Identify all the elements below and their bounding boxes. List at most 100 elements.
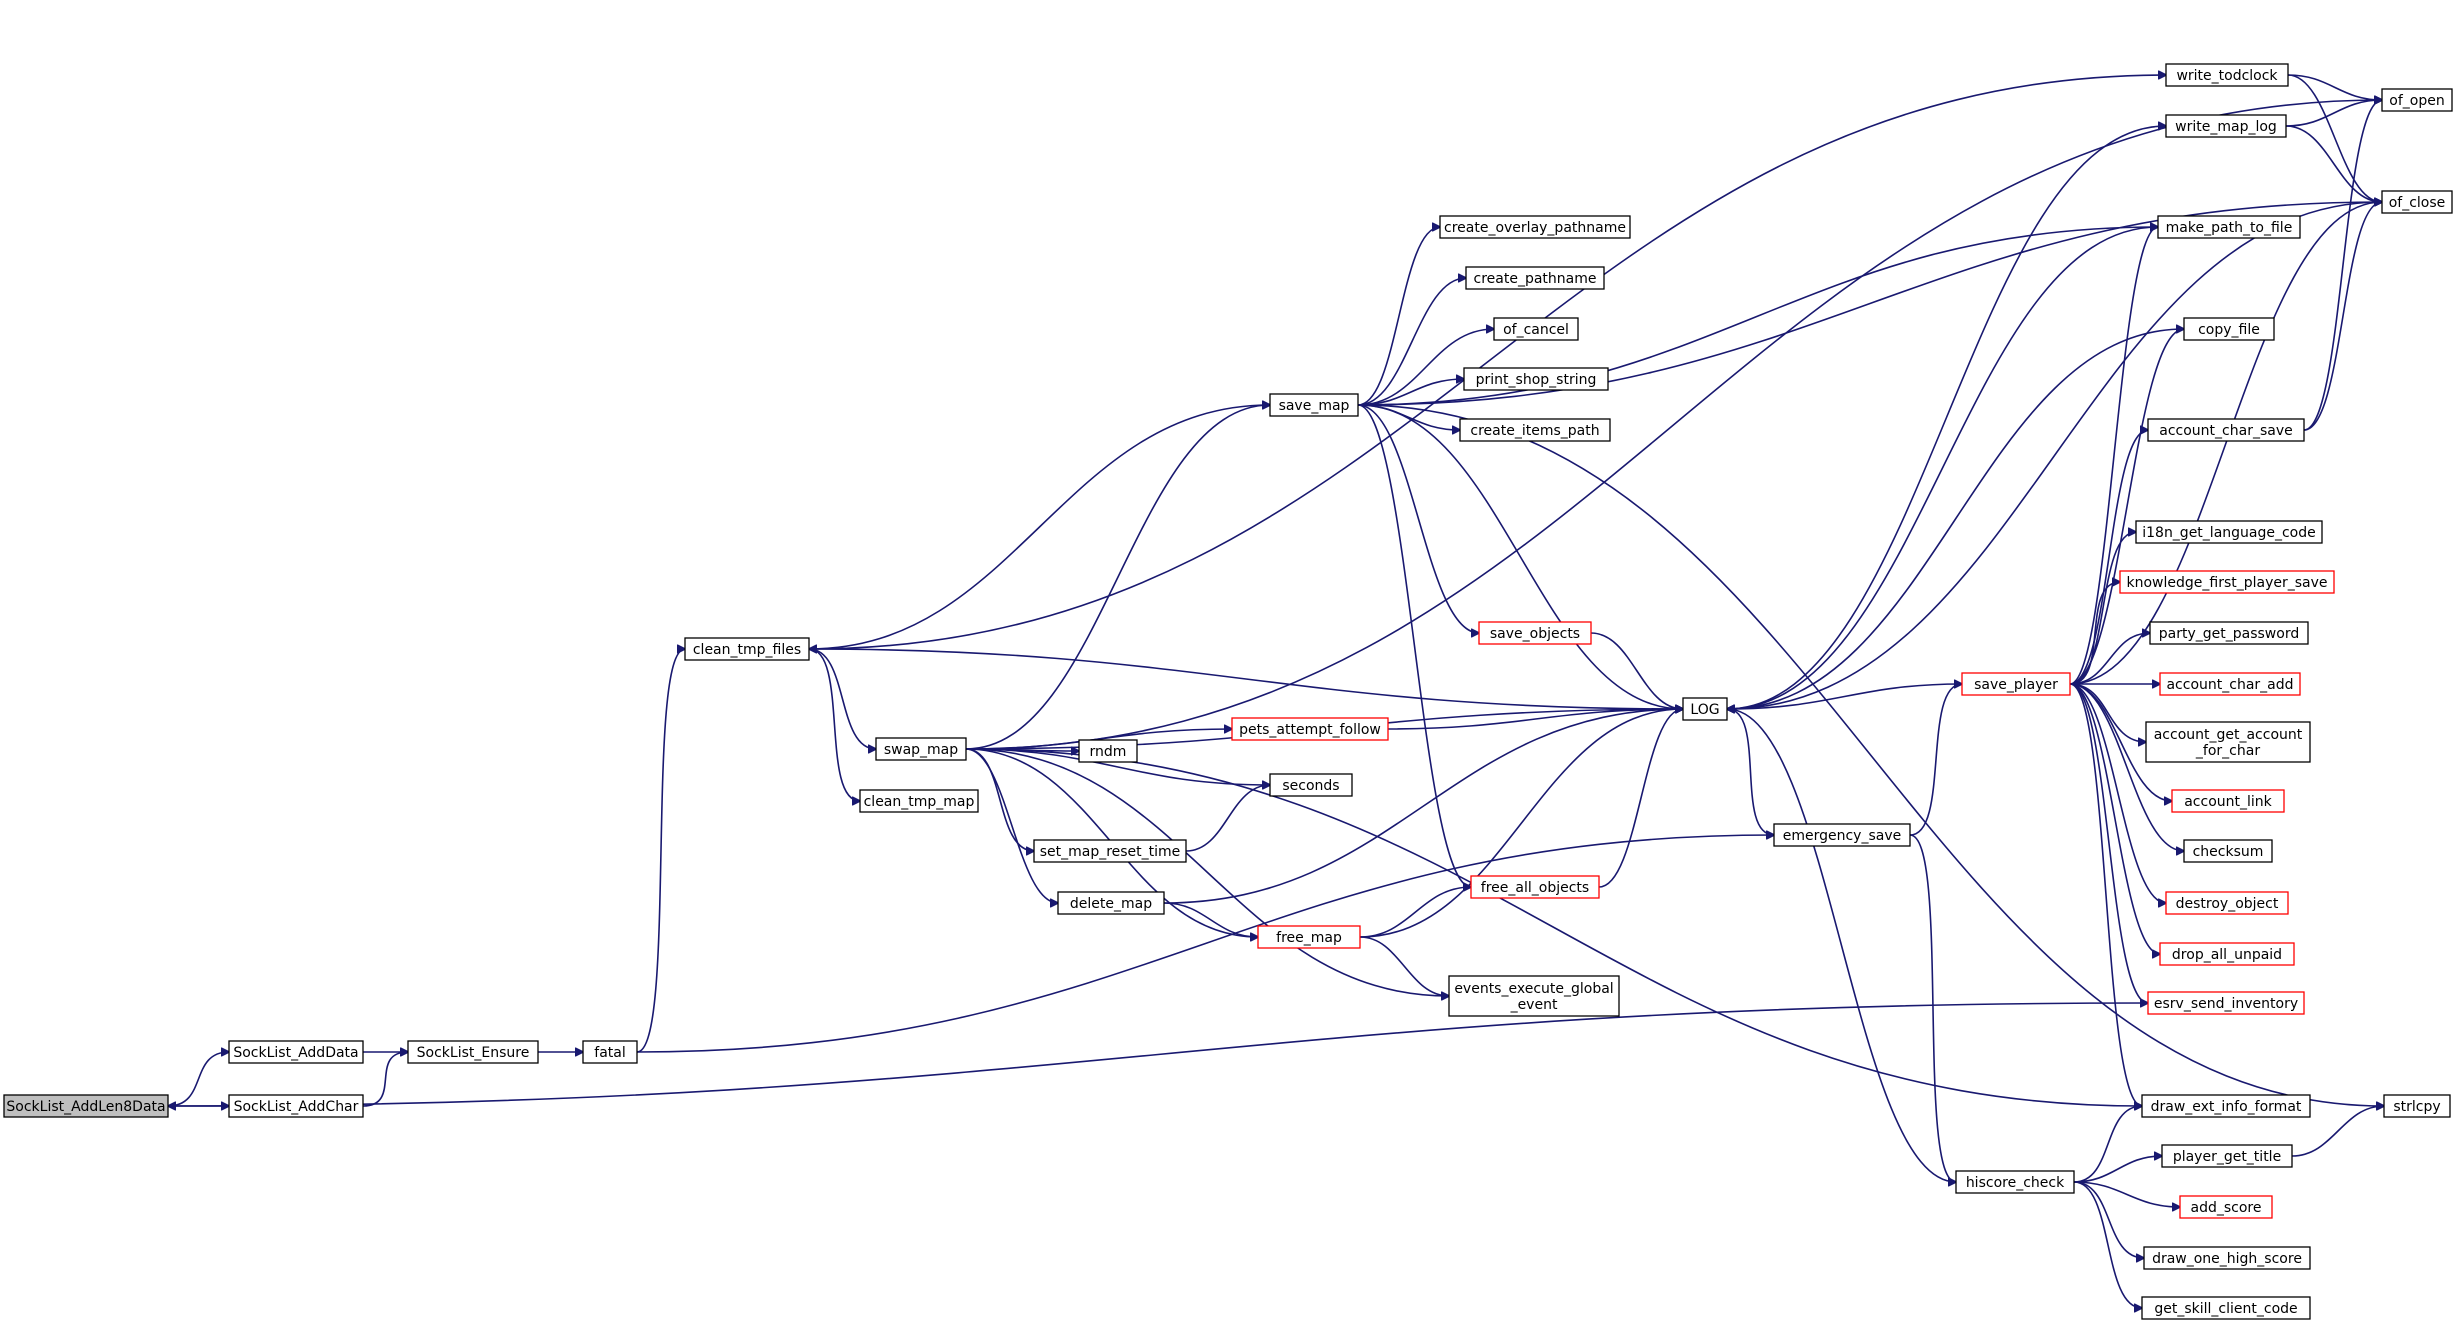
node-box xyxy=(3,1094,169,1118)
node-box xyxy=(1961,672,2071,696)
node-draw_ext_info_format[interactable]: draw_ext_info_format xyxy=(2141,1094,2311,1118)
node-save_player[interactable]: save_player xyxy=(1961,672,2071,696)
node-label: pets_attempt_follow xyxy=(1239,722,1381,738)
node-player_get_title[interactable]: player_get_title xyxy=(2161,1144,2293,1168)
node-label: rndm xyxy=(1090,744,1127,760)
edge-emergency_save-to-save_player xyxy=(1909,684,1962,836)
node-write_todclock[interactable]: write_todclock xyxy=(2165,63,2289,87)
node-emergency_save[interactable]: emergency_save xyxy=(1773,823,1911,847)
node-account_link[interactable]: account_link xyxy=(2171,789,2285,813)
node-box xyxy=(1439,215,1631,239)
edge-hiscore_check-to-player_get_title xyxy=(2073,1156,2162,1183)
node-strlcpy[interactable]: strlcpy xyxy=(2383,1094,2451,1118)
node-of_cancel[interactable]: of_cancel xyxy=(1493,317,1579,341)
node-events_execute_global_event[interactable]: events_execute_global_event xyxy=(1448,975,1620,1017)
node-create_pathname[interactable]: create_pathname xyxy=(1465,266,1605,290)
edge-save_player-to-checksum xyxy=(2069,683,2184,851)
edge-clean_tmp_files-to-swap_map xyxy=(808,648,876,749)
node-pets_attempt_follow[interactable]: pets_attempt_follow xyxy=(1231,717,1389,741)
node-box xyxy=(228,1040,364,1064)
node-LOG[interactable]: LOG xyxy=(1682,697,1728,721)
node-checksum[interactable]: checksum xyxy=(2183,839,2273,863)
node-account_char_add[interactable]: account_char_add xyxy=(2159,672,2301,696)
node-add_score[interactable]: add_score xyxy=(2179,1195,2273,1219)
edge-save_map-to-create_pathname xyxy=(1357,278,1466,406)
node-make_path_to_file[interactable]: make_path_to_file xyxy=(2157,215,2301,239)
node-label: swap_map xyxy=(884,742,958,758)
node-hiscore_check[interactable]: hiscore_check xyxy=(1955,1170,2075,1194)
node-label: create_items_path xyxy=(1470,423,1599,439)
node-box xyxy=(2141,1094,2311,1118)
node-label: esrv_send_inventory xyxy=(2154,996,2298,1012)
node-set_map_reset_time[interactable]: set_map_reset_time xyxy=(1033,839,1187,863)
node-copy_file[interactable]: copy_file xyxy=(2183,317,2275,341)
node-box xyxy=(2183,839,2273,863)
edge-SockList_AddLen8Data-to-SockList_AddData xyxy=(167,1052,229,1107)
node-free_map[interactable]: free_map xyxy=(1257,925,1361,949)
node-box xyxy=(2183,317,2275,341)
node-label: of_cancel xyxy=(1503,322,1569,338)
node-write_map_log[interactable]: write_map_log xyxy=(2165,114,2287,138)
node-box xyxy=(1448,975,1620,1017)
node-account_get_account_for_char[interactable]: account_get_account_for_char xyxy=(2145,721,2311,763)
node-save_map[interactable]: save_map xyxy=(1269,393,1359,417)
node-label: draw_one_high_score xyxy=(2152,1251,2302,1267)
edge-save_map-to-strlcpy xyxy=(1357,404,2384,1106)
node-box xyxy=(1257,925,1361,949)
node-drop_all_unpaid[interactable]: drop_all_unpaid xyxy=(2159,942,2295,966)
node-fatal[interactable]: fatal xyxy=(582,1040,638,1064)
node-label: add_score xyxy=(2191,1200,2262,1216)
node-box xyxy=(1459,418,1611,442)
node-of_close[interactable]: of_close xyxy=(2381,190,2453,214)
node-create_items_path[interactable]: create_items_path xyxy=(1459,418,1611,442)
node-delete_map[interactable]: delete_map xyxy=(1057,891,1165,915)
edge-save_map-to-make_path_to_file xyxy=(1357,227,2158,406)
node-label: save_objects xyxy=(1490,626,1580,642)
node-label: knowledge_first_player_save xyxy=(2126,575,2327,591)
node-SockList_Ensure[interactable]: SockList_Ensure xyxy=(407,1040,539,1064)
node-box xyxy=(1078,739,1138,763)
node-account_char_save[interactable]: account_char_save xyxy=(2147,418,2305,442)
node-knowledge_first_player_save[interactable]: knowledge_first_player_save xyxy=(2119,570,2335,594)
node-party_get_password[interactable]: party_get_password xyxy=(2149,621,2309,645)
edge-clean_tmp_files-to-save_map xyxy=(808,405,1270,650)
node-print_shop_string[interactable]: print_shop_string xyxy=(1463,367,1609,391)
node-save_objects[interactable]: save_objects xyxy=(1478,621,1592,645)
node-box xyxy=(2165,114,2287,138)
edge-swap_map-to-delete_map xyxy=(965,748,1058,903)
edge-LOG-to-write_map_log xyxy=(1726,126,2166,710)
node-label: strlcpy xyxy=(2393,1099,2440,1115)
node-SockList_AddData[interactable]: SockList_AddData xyxy=(228,1040,364,1064)
edge-swap_map-to-save_map xyxy=(965,405,1270,750)
node-box xyxy=(1231,717,1389,741)
node-swap_map[interactable]: swap_map xyxy=(875,737,967,761)
node-SockList_AddChar[interactable]: SockList_AddChar xyxy=(228,1094,364,1118)
node-box xyxy=(1478,621,1592,645)
node-get_skill_client_code[interactable]: get_skill_client_code xyxy=(2141,1296,2311,1320)
edge-emergency_save-to-hiscore_check xyxy=(1909,834,1956,1182)
node-clean_tmp_map[interactable]: clean_tmp_map xyxy=(859,789,979,813)
node-clean_tmp_files[interactable]: clean_tmp_files xyxy=(684,637,810,661)
node-draw_one_high_score[interactable]: draw_one_high_score xyxy=(2143,1246,2311,1270)
edge-save_map-to-save_objects xyxy=(1357,404,1479,633)
node-seconds[interactable]: seconds xyxy=(1269,773,1353,797)
edge-save_player-to-destroy_object xyxy=(2069,683,2166,903)
node-i18n_get_language_code[interactable]: i18n_get_language_code xyxy=(2135,520,2323,544)
node-create_overlay_pathname[interactable]: create_overlay_pathname xyxy=(1439,215,1631,239)
node-box xyxy=(2383,1094,2451,1118)
node-free_all_objects[interactable]: free_all_objects xyxy=(1470,875,1600,899)
edge-pets_attempt_follow-to-LOG xyxy=(1387,709,1683,730)
edge-write_todclock-to-of_open xyxy=(2287,74,2382,100)
node-destroy_object[interactable]: destroy_object xyxy=(2165,891,2289,915)
node-box xyxy=(2165,63,2289,87)
node-label: destroy_object xyxy=(2176,896,2279,912)
node-of_open[interactable]: of_open xyxy=(2381,88,2453,112)
edge-free_map-to-free_all_objects xyxy=(1359,887,1471,938)
node-SockList_AddLen8Data[interactable]: SockList_AddLen8Data xyxy=(3,1094,169,1118)
node-label: free_all_objects xyxy=(1481,880,1589,896)
edge-player_get_title-to-strlcpy xyxy=(2291,1106,2384,1157)
node-rndm[interactable]: rndm xyxy=(1078,739,1138,763)
node-label: _event xyxy=(1510,997,1558,1013)
node-esrv_send_inventory[interactable]: esrv_send_inventory xyxy=(2147,991,2305,1015)
